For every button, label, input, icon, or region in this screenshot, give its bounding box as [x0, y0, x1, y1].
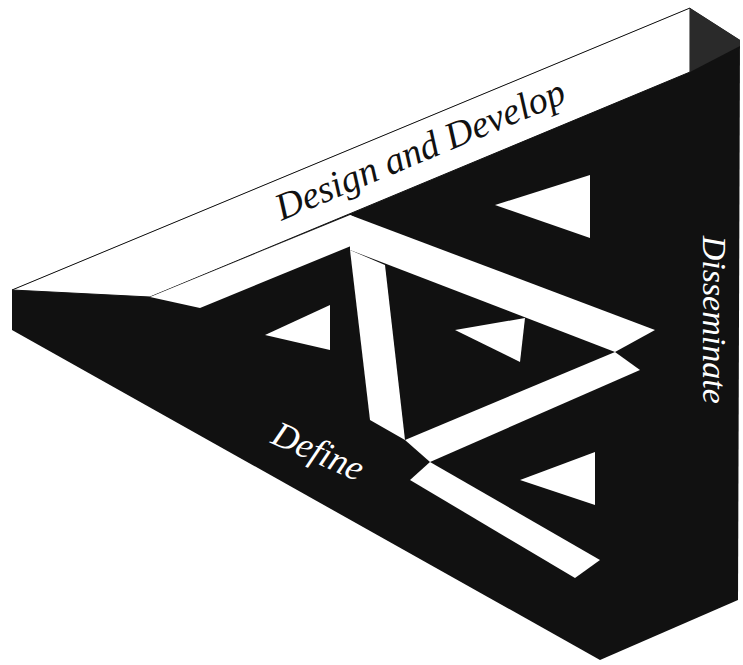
inner-strip [350, 250, 405, 440]
inner-window [265, 305, 330, 350]
inner-window [455, 318, 525, 362]
corner-face [690, 8, 740, 72]
side-label: Disseminate [695, 236, 732, 404]
inner-strip [405, 352, 640, 462]
triangle-body [12, 8, 740, 660]
inner-window [495, 175, 590, 238]
inner-strip [150, 215, 385, 308]
inner-window [520, 452, 595, 505]
